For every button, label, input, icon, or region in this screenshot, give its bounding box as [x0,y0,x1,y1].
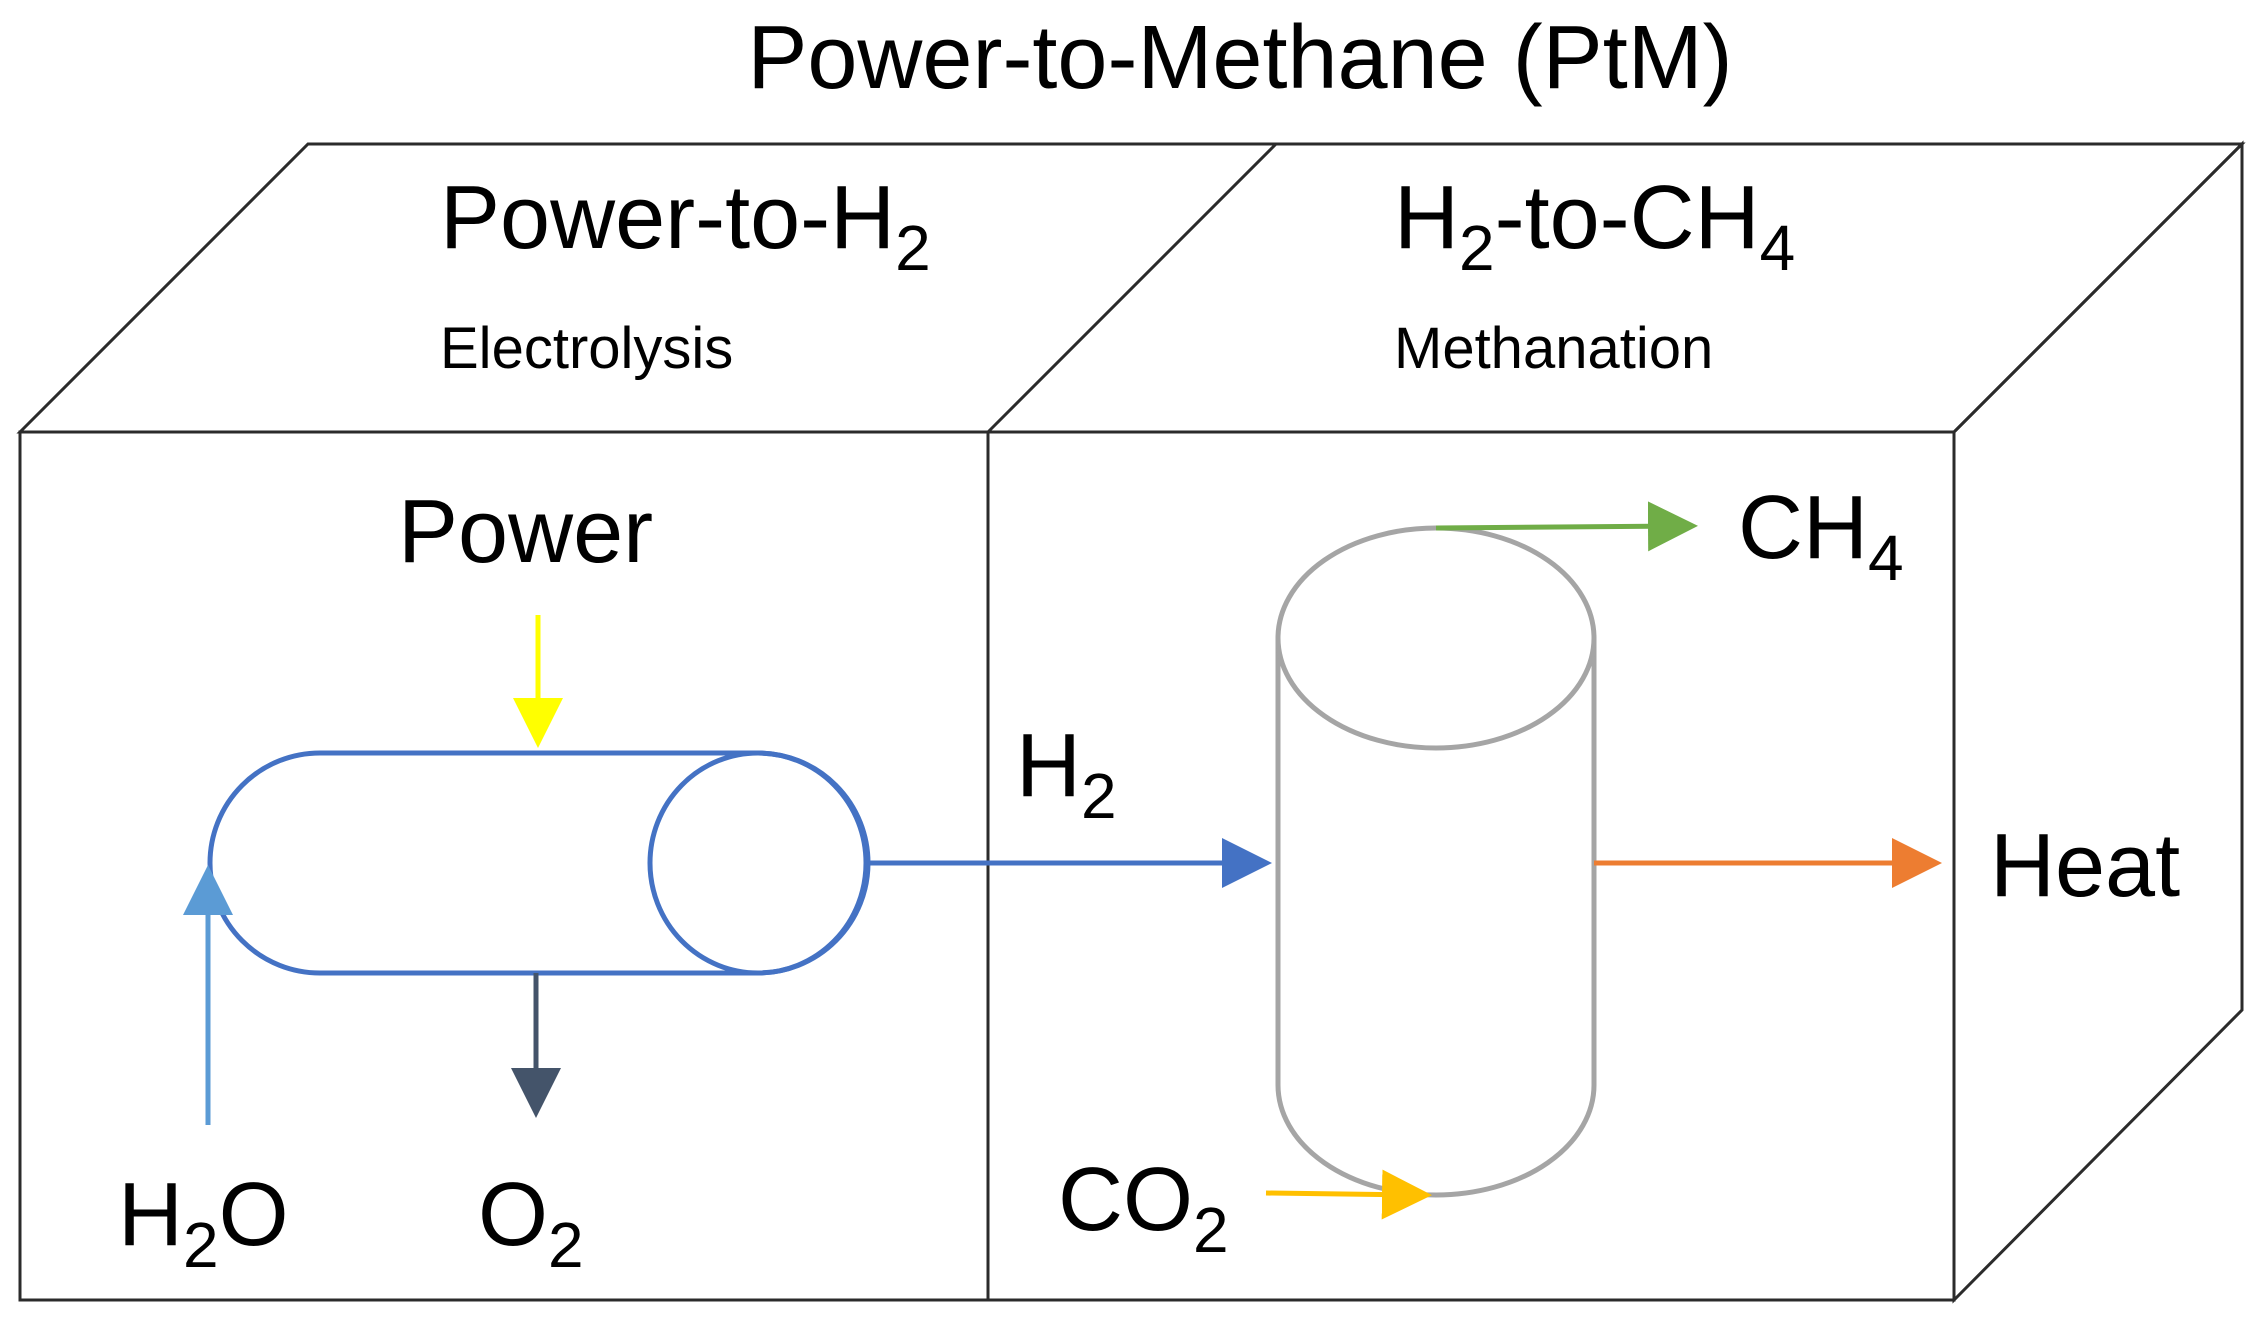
box-side-face [1952,140,2244,1304]
hydrogen-label: H2 [1016,716,1117,832]
water-label: H2O [118,1165,289,1281]
electrolyzer [207,750,871,976]
methane-arrow [1435,501,1698,552]
heat-label: Heat [1990,816,2180,916]
methane-label: CH4 [1738,478,1904,594]
diagram-title: Power-to-Methane (PtM) [747,8,1732,108]
reactor-body [1275,638,1597,1198]
left-section-subtitle: Electrolysis [440,316,733,381]
co2-arrow [1265,1169,1432,1220]
electrolyzer-body [207,750,871,976]
box-top-divider [986,142,1278,434]
oxygen-label: O2 [478,1165,584,1281]
power-label: Power [398,482,653,582]
reactor-top-cap [1275,525,1597,751]
left-section-title: Power-to-H2 [440,168,931,284]
co2-label: CO2 [1058,1150,1229,1266]
right-section-subtitle: Methanation [1394,316,1713,381]
right-section-title: H2-to-CH4 [1394,168,1795,284]
methanation-reactor [1275,525,1597,1198]
electrolyzer-end-cap [647,750,869,976]
box-frame [16,140,2246,1304]
